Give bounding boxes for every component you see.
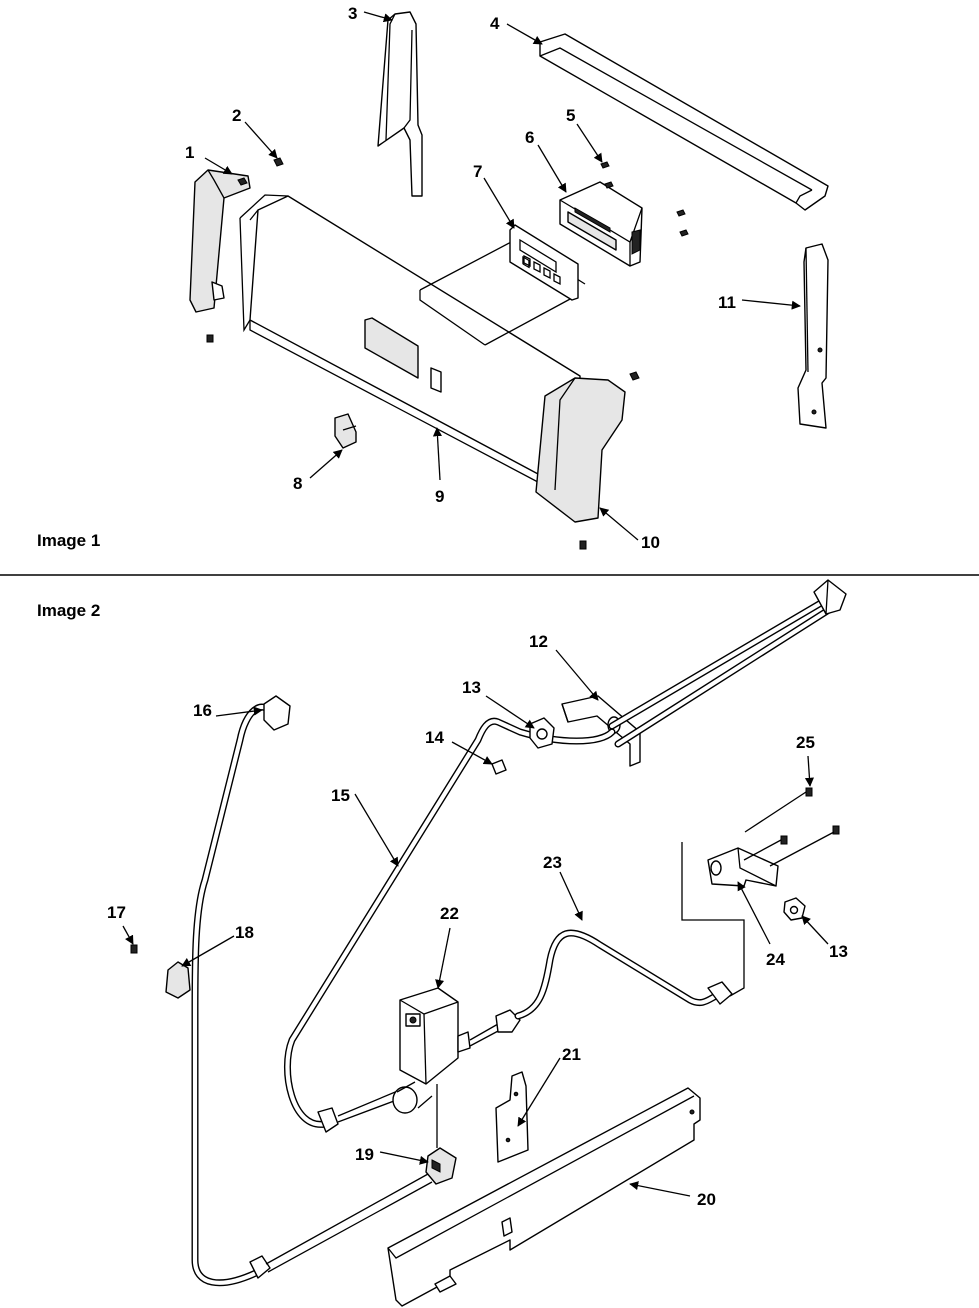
callout-11: 11 xyxy=(718,293,736,312)
part-18-clip xyxy=(165,961,191,999)
part-2-screw xyxy=(273,157,284,167)
image2-assembly xyxy=(122,579,847,1307)
image2-leaders xyxy=(122,649,829,1197)
part-4-top-trim xyxy=(539,33,829,211)
callout-18: 18 xyxy=(235,923,254,942)
callout-3: 3 xyxy=(348,4,357,23)
callout-22: 22 xyxy=(440,904,459,923)
callout-10: 10 xyxy=(641,533,660,552)
callout-5: 5 xyxy=(566,106,575,125)
part-13-nut-upper xyxy=(529,717,555,749)
callout-7: 7 xyxy=(473,162,482,181)
callout-19: 19 xyxy=(355,1145,374,1164)
part-5-screws xyxy=(600,161,689,237)
callout-9: 9 xyxy=(435,487,444,506)
part-19-switch xyxy=(425,1084,457,1185)
callout-14: 14 xyxy=(425,728,444,747)
callout-25: 25 xyxy=(796,733,815,752)
callout-6: 6 xyxy=(525,128,534,147)
part-25-screws xyxy=(743,787,840,867)
callout-16: 16 xyxy=(193,701,212,720)
part-22-valve xyxy=(392,987,521,1114)
part-3-left-bracket xyxy=(377,11,423,197)
part-23-tube xyxy=(514,929,733,1020)
section-label-image2: Image 2 xyxy=(37,601,100,620)
callout-20: 20 xyxy=(697,1190,716,1209)
part-14-orifice xyxy=(491,759,507,775)
callout-13-lower: 13 xyxy=(829,942,848,961)
part-10-right-endcap xyxy=(535,371,640,550)
part-17-screw xyxy=(130,944,138,954)
part-8-switch xyxy=(334,413,357,449)
main-supply-tube xyxy=(608,579,847,748)
part-11-right-bracket xyxy=(797,243,829,429)
callout-13-upper: 13 xyxy=(462,678,481,697)
part-24-bracket xyxy=(681,842,779,997)
part-15-tube xyxy=(283,717,616,1133)
callout-12: 12 xyxy=(529,632,548,651)
callout-2: 2 xyxy=(232,106,241,125)
image1-leaders xyxy=(204,11,801,541)
callout-4: 4 xyxy=(490,14,500,33)
part-12-bracket xyxy=(561,695,641,767)
callout-21: 21 xyxy=(562,1045,581,1064)
part-20-bracket xyxy=(387,1087,701,1307)
part-9-control-panel xyxy=(239,194,586,491)
callout-24: 24 xyxy=(766,950,785,969)
callout-8: 8 xyxy=(293,474,302,493)
image1-assembly xyxy=(189,11,829,550)
callout-1: 1 xyxy=(185,143,194,162)
callout-17: 17 xyxy=(107,903,126,922)
callout-labels: 1 2 3 4 5 6 7 8 9 10 11 12 13 13 14 15 1… xyxy=(107,4,848,1209)
part-1-left-endcap xyxy=(189,169,251,343)
part-21-bracket xyxy=(495,1071,529,1163)
callout-23: 23 xyxy=(543,853,562,872)
part-16-tube xyxy=(191,695,433,1287)
callout-15: 15 xyxy=(331,786,350,805)
part-6-electronic-control xyxy=(559,181,643,267)
section-label-image1: Image 1 xyxy=(37,531,100,550)
part-7-clock-board xyxy=(509,224,579,301)
